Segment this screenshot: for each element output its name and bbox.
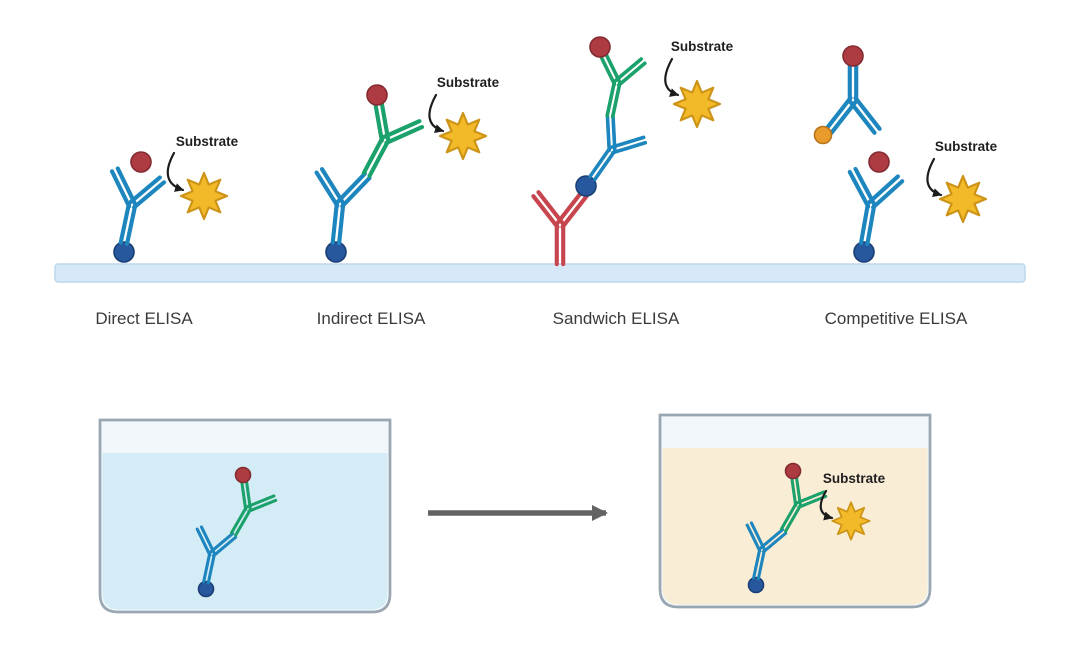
substrate-icon bbox=[938, 174, 988, 224]
well-liquid bbox=[102, 453, 388, 610]
antigen-icon bbox=[747, 576, 765, 594]
enzyme-icon bbox=[868, 151, 890, 173]
primary-antibody-icon bbox=[309, 169, 369, 246]
well-after: Substrate bbox=[658, 413, 932, 609]
enzyme-icon bbox=[784, 462, 802, 480]
enzyme-icon bbox=[842, 45, 864, 67]
panel-label-sandwich: Sandwich ELISA bbox=[553, 309, 680, 328]
substrate-label: Substrate bbox=[176, 134, 239, 149]
microplate-surface bbox=[54, 263, 1026, 283]
substrate-arrow-icon bbox=[166, 151, 185, 192]
panel-direct-elisa: Substrate Direct ELISA bbox=[95, 134, 238, 328]
substrate-icon bbox=[179, 171, 229, 221]
antigen-icon bbox=[113, 241, 135, 263]
enzyme-icon bbox=[234, 466, 252, 484]
substrate-arrow-icon bbox=[819, 489, 834, 521]
competitor-antigen-icon bbox=[813, 125, 833, 145]
panel-sandwich-elisa: Substrate Sandwich ELISA bbox=[533, 36, 734, 328]
detection-antibody-icon bbox=[98, 167, 165, 248]
enzyme-icon bbox=[366, 84, 388, 106]
substrate-label: Substrate bbox=[437, 75, 500, 90]
panel-competitive-elisa: Substrate Competitive ELISA bbox=[813, 45, 998, 328]
substrate-label: Substrate bbox=[935, 139, 998, 154]
panel-label-competitive: Competitive ELISA bbox=[825, 309, 968, 328]
antigen-icon bbox=[197, 580, 215, 598]
panel-label-direct: Direct ELISA bbox=[95, 309, 193, 328]
well-liquid bbox=[662, 448, 928, 605]
substrate-icon bbox=[438, 111, 488, 161]
substrate-icon bbox=[672, 79, 722, 129]
substrate-arrow-icon bbox=[428, 93, 445, 133]
substrate-icon bbox=[831, 501, 871, 541]
enzyme-icon bbox=[589, 36, 611, 58]
panel-indirect-elisa: Substrate Indirect ELISA bbox=[309, 75, 500, 328]
panel-label-indirect: Indirect ELISA bbox=[317, 309, 426, 328]
antigen-icon bbox=[325, 241, 347, 263]
free-conjugate-antibody-icon bbox=[826, 61, 879, 133]
capture-antibody-icon bbox=[533, 192, 586, 264]
enzyme-icon bbox=[130, 151, 152, 173]
well-before bbox=[98, 418, 392, 614]
secondary-antibody-icon bbox=[587, 50, 645, 121]
substrate-arrow-icon bbox=[926, 157, 943, 197]
well-border bbox=[98, 418, 392, 614]
antigen-icon bbox=[575, 175, 597, 197]
well-border bbox=[658, 413, 932, 609]
bound-antibody-icon bbox=[838, 168, 903, 248]
substrate-label: Substrate bbox=[671, 39, 734, 54]
substrate-label: Substrate bbox=[823, 471, 886, 486]
secondary-antibody-icon bbox=[343, 99, 424, 187]
substrate-arrow-icon bbox=[664, 57, 680, 97]
antigen-icon bbox=[853, 241, 875, 263]
